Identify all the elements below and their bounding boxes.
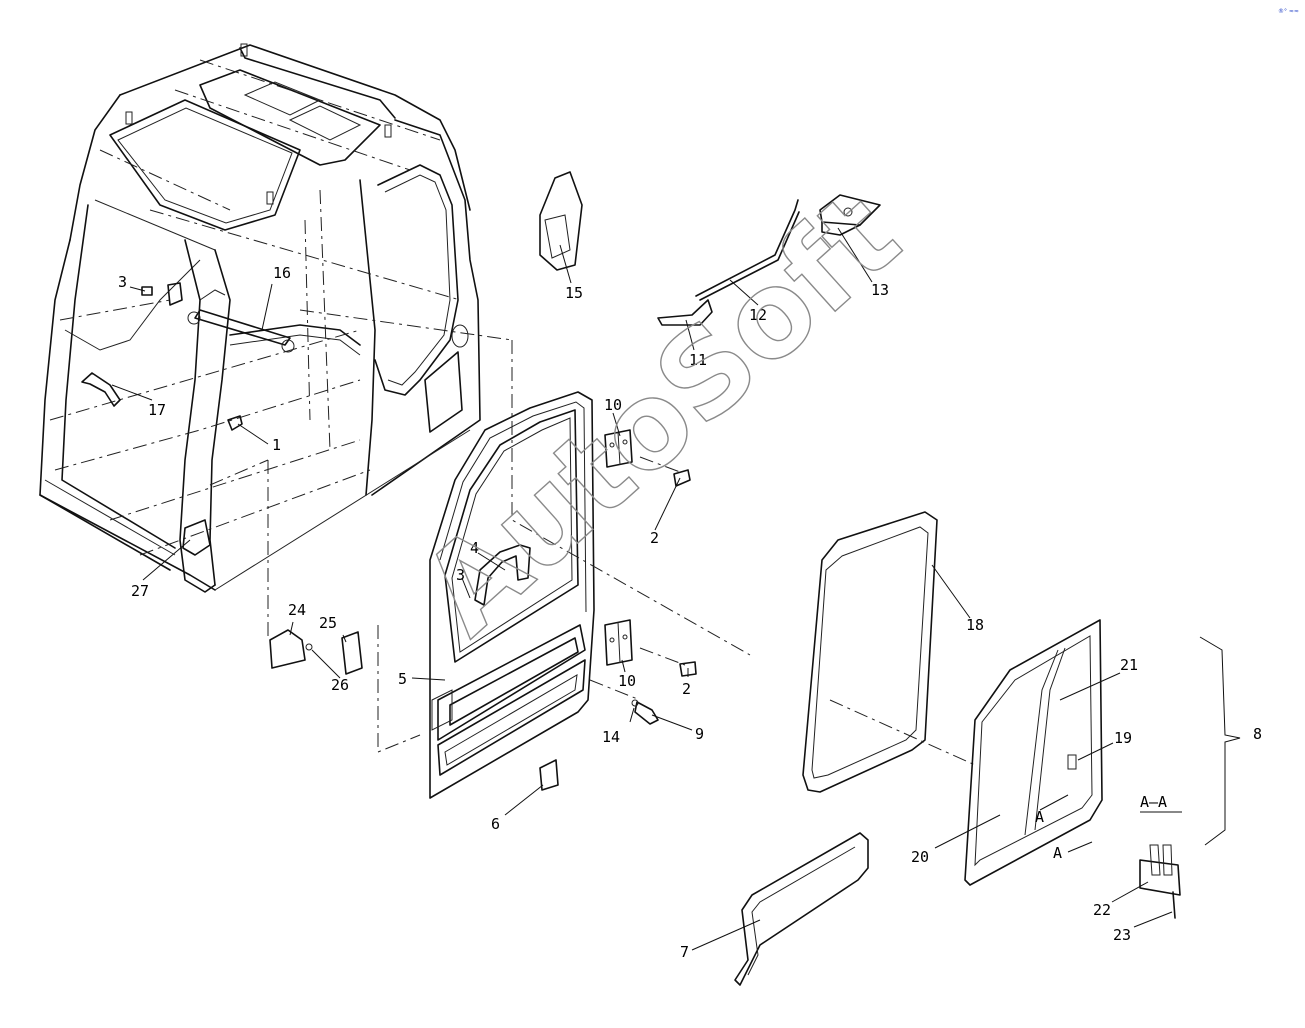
part-11-lever <box>657 299 713 326</box>
part-18-seal <box>802 511 938 793</box>
callout-19: 19 <box>1114 729 1132 747</box>
part-4-handle <box>474 544 531 606</box>
corner-mark: ®° ≈≈ <box>1278 8 1299 15</box>
cab-frame <box>39 43 481 593</box>
part-6-block <box>539 759 559 791</box>
group-8-brace <box>1199 636 1241 846</box>
part-26-nut <box>305 643 313 651</box>
part-19-tab <box>1067 754 1077 770</box>
callout-7: 7 <box>680 943 689 961</box>
part-3-bolt <box>141 286 153 296</box>
part-10-hinge-bottom <box>604 619 633 666</box>
section-arrow-upper <box>1039 794 1069 811</box>
part-13-lock <box>819 194 881 236</box>
callout-3-cab: 3 <box>118 273 127 291</box>
part-3-bracket <box>167 282 183 306</box>
part-25-hinge <box>341 631 363 675</box>
callout-21: 21 <box>1120 656 1138 674</box>
callout-3-door: 3 <box>456 566 465 584</box>
section-arrow-lower <box>1067 841 1093 853</box>
part-14-nut <box>631 699 639 707</box>
part-10-hinge-top <box>604 429 633 468</box>
part-5-door <box>429 391 595 799</box>
part-24-hinge <box>269 629 306 669</box>
callout-17: 17 <box>148 401 166 419</box>
watermark: AutoSoft <box>396 166 924 661</box>
part-2-bolt-bottom <box>679 661 697 677</box>
callout-14: 14 <box>602 728 620 746</box>
callout-24: 24 <box>288 601 306 619</box>
part-27-bracket <box>182 519 211 556</box>
section-view-22-23 <box>1139 844 1181 919</box>
part-16-strut <box>194 309 291 346</box>
callout-10-upper: 10 <box>604 396 622 414</box>
part-1-bolt <box>227 415 243 431</box>
callout-8: 8 <box>1253 725 1262 743</box>
section-arrow-label-lower: A <box>1053 844 1062 862</box>
part-2-bolt-top <box>673 469 691 487</box>
callout-20: 20 <box>911 848 929 866</box>
callout-18: 18 <box>966 616 984 634</box>
callout-2-lower: 2 <box>682 680 691 698</box>
callout-2-upper: 2 <box>650 529 659 547</box>
leader-lines <box>111 227 1173 951</box>
callout-13: 13 <box>871 281 889 299</box>
part-20-glass <box>964 619 1103 886</box>
part-15-mirror <box>539 171 583 271</box>
callout-5: 5 <box>398 670 407 688</box>
part-9-catch <box>634 701 659 725</box>
callout-22: 22 <box>1093 901 1111 919</box>
callout-25: 25 <box>319 614 337 632</box>
section-label: A—A <box>1140 793 1167 811</box>
part-12-rod <box>695 199 800 301</box>
callout-23: 23 <box>1113 926 1131 944</box>
callout-15: 15 <box>565 284 583 302</box>
callout-27: 27 <box>131 582 149 600</box>
callout-9: 9 <box>695 725 704 743</box>
callout-10-lower: 10 <box>618 672 636 690</box>
callout-26: 26 <box>331 676 349 694</box>
callout-6: 6 <box>491 815 500 833</box>
callout-16: 16 <box>273 264 291 282</box>
callout-4: 4 <box>470 539 479 557</box>
callout-11: 11 <box>689 351 707 369</box>
part-17-handle <box>81 372 121 407</box>
callout-12: 12 <box>749 306 767 324</box>
callout-1: 1 <box>272 436 281 454</box>
section-arrow-label-upper: A <box>1035 808 1044 826</box>
